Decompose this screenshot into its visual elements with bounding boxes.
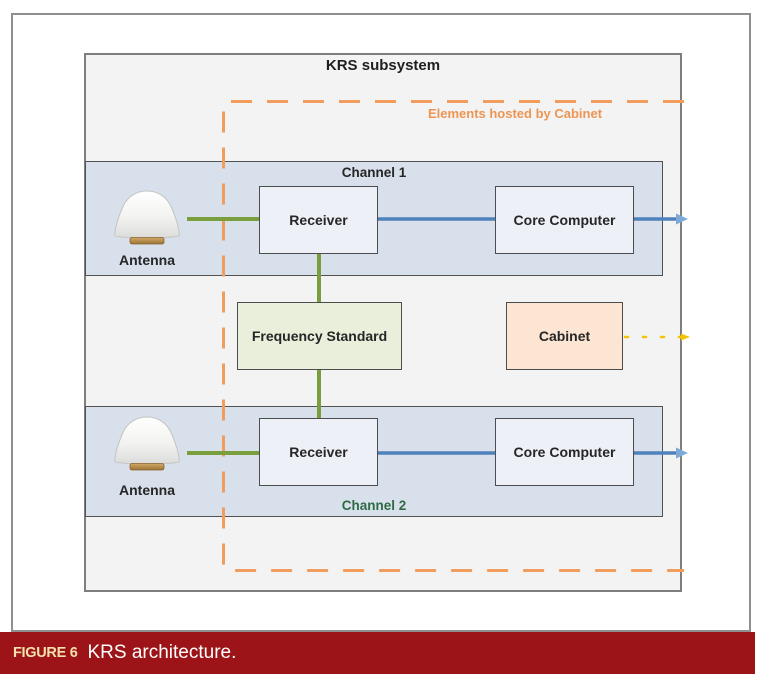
cabinet-hosted-region-label: Elements hosted by Cabinet <box>427 106 603 121</box>
core-computer-1-label: Core Computer <box>513 212 616 228</box>
core-computer-box-channel-1: Core Computer <box>495 186 634 254</box>
figure-number: FIGURE 6 <box>13 645 78 661</box>
gnss-antenna-icon-channel-2 <box>113 416 181 471</box>
antenna-1-label: Antenna <box>119 252 175 268</box>
receiver-box-channel-1: Receiver <box>259 186 378 254</box>
figure-caption: KRS architecture. <box>87 642 237 663</box>
core-computer-2-label: Core Computer <box>513 444 616 460</box>
channel-1-label: Channel 1 <box>341 165 407 180</box>
frequency-standard-box: Frequency Standard <box>237 302 402 370</box>
antenna-2-label: Antenna <box>119 482 175 498</box>
channel-2-label: Channel 2 <box>341 498 407 513</box>
core-computer-box-channel-2: Core Computer <box>495 418 634 486</box>
gnss-antenna-icon-channel-1 <box>113 190 181 245</box>
receiver-2-label: Receiver <box>289 444 348 460</box>
cabinet-box: Cabinet <box>506 302 623 370</box>
frequency-standard-label: Frequency Standard <box>251 328 388 344</box>
receiver-box-channel-2: Receiver <box>259 418 378 486</box>
receiver-1-label: Receiver <box>289 212 348 228</box>
figure-caption-bar: FIGURE 6 KRS architecture. <box>0 632 755 674</box>
cabinet-label: Cabinet <box>538 328 591 344</box>
krs-subsystem-title: KRS subsystem <box>325 57 441 74</box>
